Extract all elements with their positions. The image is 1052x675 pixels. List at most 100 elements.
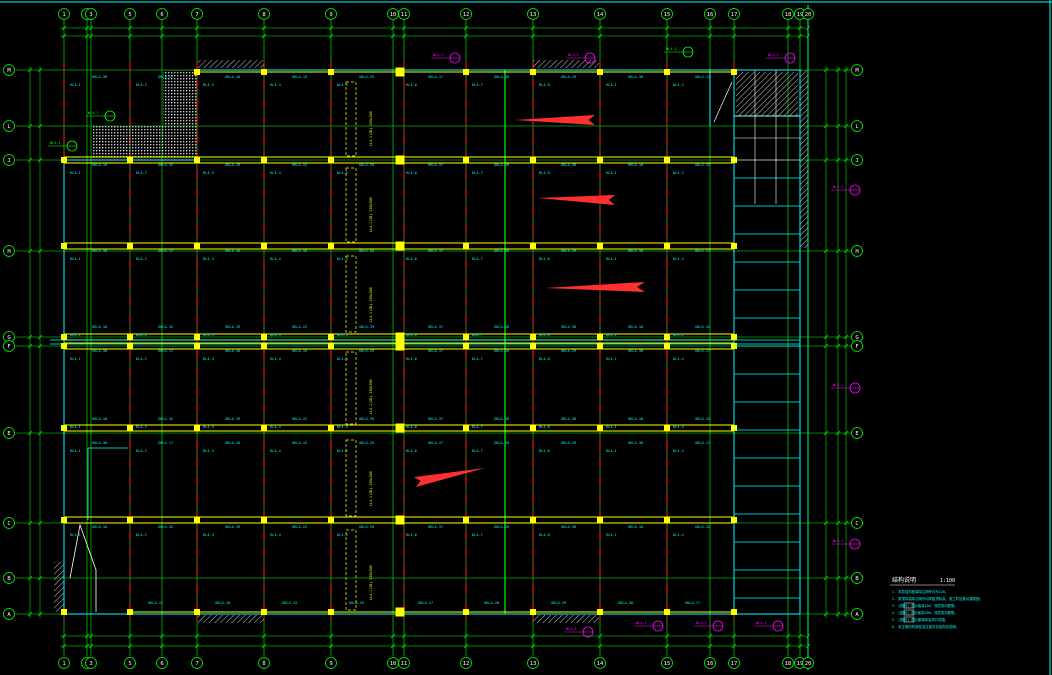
axis-bubble-top-14-circle	[594, 8, 606, 20]
axis-bubble-bottom-18-label: 18	[785, 661, 792, 667]
column-8-4	[597, 343, 603, 349]
beam-tag-left-6-8: KL4-1	[606, 449, 617, 453]
dimension-tick-h-1-8	[390, 33, 396, 39]
column-1-4	[127, 343, 133, 349]
notes-line-6: 6. 未注明的构造柱及过梁详见结构总说明。	[892, 624, 959, 629]
dimension-tick-h-1-5	[194, 33, 200, 39]
beam-tag-left-6-6: KL4-7	[472, 449, 483, 453]
column-6-2	[463, 243, 469, 249]
axis-bubble-left-E-label: E	[7, 431, 10, 437]
axis-bubble-right-F-label: F	[855, 344, 858, 350]
dimension-tick-v-0-5	[27, 343, 33, 349]
beam-tag-5-6: GKL4-28	[494, 417, 509, 421]
notes-line-2: 2. 梁顶标高除注明外均同板顶标高，施工时应核对建筑图。	[892, 596, 983, 601]
beam-tag-left-7-6: KL4-7	[472, 533, 483, 537]
beam-tag-2-0: GKL4-30	[92, 249, 107, 253]
dimension-tick-h-1-0	[61, 33, 67, 39]
column-3-5	[261, 425, 267, 431]
dimension-tick-h-2-14	[707, 633, 713, 639]
axis-bubble-bottom-13-circle	[527, 657, 539, 669]
dimension-tick-h-2-15	[731, 633, 737, 639]
axis-bubble-right-L-circle	[851, 120, 863, 132]
column-5-1	[395, 155, 405, 165]
dimension-tick-h-3-18	[805, 643, 811, 649]
beam-tag-6-0: GKL4-30	[92, 441, 107, 445]
beam-tag-left-6-3: KL4-4	[270, 449, 281, 453]
beam-tag-bottom-5: GKL4-17	[418, 601, 433, 605]
axis-bubble-top-1-circle	[58, 8, 70, 20]
beam-tag-left-3-3: KL4-4	[270, 333, 281, 337]
column-10-3	[731, 334, 737, 340]
beam-tag-bottom-8: GKL4-30	[618, 601, 633, 605]
beam-tag-5-8: GKL4-18	[628, 417, 643, 421]
axis-bubble-left-G-label: G	[7, 335, 10, 341]
beam-tag-left-1-2: KL4-3	[203, 171, 214, 175]
axis-bubble-bottom-19-label: 19	[797, 661, 804, 667]
dimension-tick-h-1-9	[401, 33, 407, 39]
beam-tag-bottom-6: GKL4-20	[484, 601, 499, 605]
beam-tag-3-6: GKL4-28	[494, 325, 509, 329]
axis-bubble-top-12-circle	[460, 8, 472, 20]
dimension-tick-h-0-10	[463, 25, 469, 31]
axis-bubble-right-C-circle	[851, 517, 863, 529]
column-4-6	[328, 517, 334, 523]
column-7-6	[530, 517, 536, 523]
beam-tag-2-3: GKL4-15	[292, 249, 307, 253]
dimension-tick-v-4-7	[843, 520, 849, 526]
dimension-tick-v-4-9	[843, 611, 849, 617]
column-6-0	[463, 69, 469, 75]
dimension-tick-v-4-0	[843, 67, 849, 73]
column-5-7	[395, 607, 405, 617]
column-9-1	[664, 157, 670, 163]
beam-tag-left-2-8: KL4-1	[606, 257, 617, 261]
dimension-tick-v-1-2	[37, 157, 43, 163]
beam-tag-left-7-9: KL4-2	[673, 533, 684, 537]
beam-tag-6-2: GKL4-16	[225, 441, 240, 445]
beam-tag-left-0-6: KL4-7	[472, 83, 483, 87]
dimension-tick-h-3-4	[159, 643, 165, 649]
beam-tag-left-7-5: KL4-6	[406, 533, 417, 537]
axis-bubble-top-17-label: 17	[731, 12, 738, 18]
dimension-tick-h-3-17	[797, 643, 803, 649]
axis-bubble-left-E-circle	[3, 427, 15, 439]
beam-tag-left-2-2: KL4-3	[203, 257, 214, 261]
beam-tag-left-7-1: KL4-2	[136, 533, 147, 537]
beam-tag-0-7: GKL4-29	[561, 75, 576, 79]
axis-bubble-right-A-label: A	[855, 612, 859, 618]
beam-tag-3-4: GKL4-35	[359, 325, 374, 329]
dimension-tick-v-3-7	[835, 520, 841, 526]
axis-bubble-right-B-circle	[851, 572, 863, 584]
section-marker-tag-1: WL4-1	[568, 53, 579, 57]
dimension-tick-h-2-3	[127, 633, 133, 639]
axis-bubble-bottom-1-circle	[58, 657, 70, 669]
dimension-tick-v-3-8	[835, 575, 841, 581]
column-9-6	[664, 517, 670, 523]
beam-tag-left-4-1: KL4-2	[136, 357, 147, 361]
axis-bubble-bottom-14-label: 14	[597, 661, 604, 667]
axis-bubble-bottom-6-label: 6	[160, 661, 163, 667]
dimension-tick-h-1-11	[530, 33, 536, 39]
beam-tag-left-3-9: KL4-2	[673, 333, 684, 337]
beam-tag-3-8: GKL4-18	[628, 325, 643, 329]
column-10-0	[731, 69, 737, 75]
column-4-4	[328, 343, 334, 349]
column-0-1	[61, 157, 67, 163]
axis-bubble-top-3-circle	[85, 8, 97, 20]
stair-strip-3	[345, 351, 357, 425]
beam-tag-left-1-7: KL4-8	[539, 171, 550, 175]
hatch-strip-top-mid	[533, 60, 599, 68]
notes-title: 结构说明	[892, 576, 916, 584]
beam-tag-left-1-9: KL4-2	[673, 171, 684, 175]
column-7-3	[530, 334, 536, 340]
dimension-tick-h-3-3	[127, 643, 133, 649]
beam-tag-5-4: GKL4-35	[359, 417, 374, 421]
dimension-tick-h-1-17	[797, 33, 803, 39]
dimension-tick-h-1-14	[707, 33, 713, 39]
axis-bubble-left-M-circle	[3, 64, 15, 76]
dimension-tick-v-2-8	[823, 575, 829, 581]
beam-tag-bottom-3: GKL4-15	[282, 601, 297, 605]
column-10-7	[731, 609, 737, 615]
column-9-0	[664, 69, 670, 75]
beam-tag-7-9: GKL4-32	[695, 525, 710, 529]
axis-bubble-top-5-label: 5	[128, 12, 131, 18]
